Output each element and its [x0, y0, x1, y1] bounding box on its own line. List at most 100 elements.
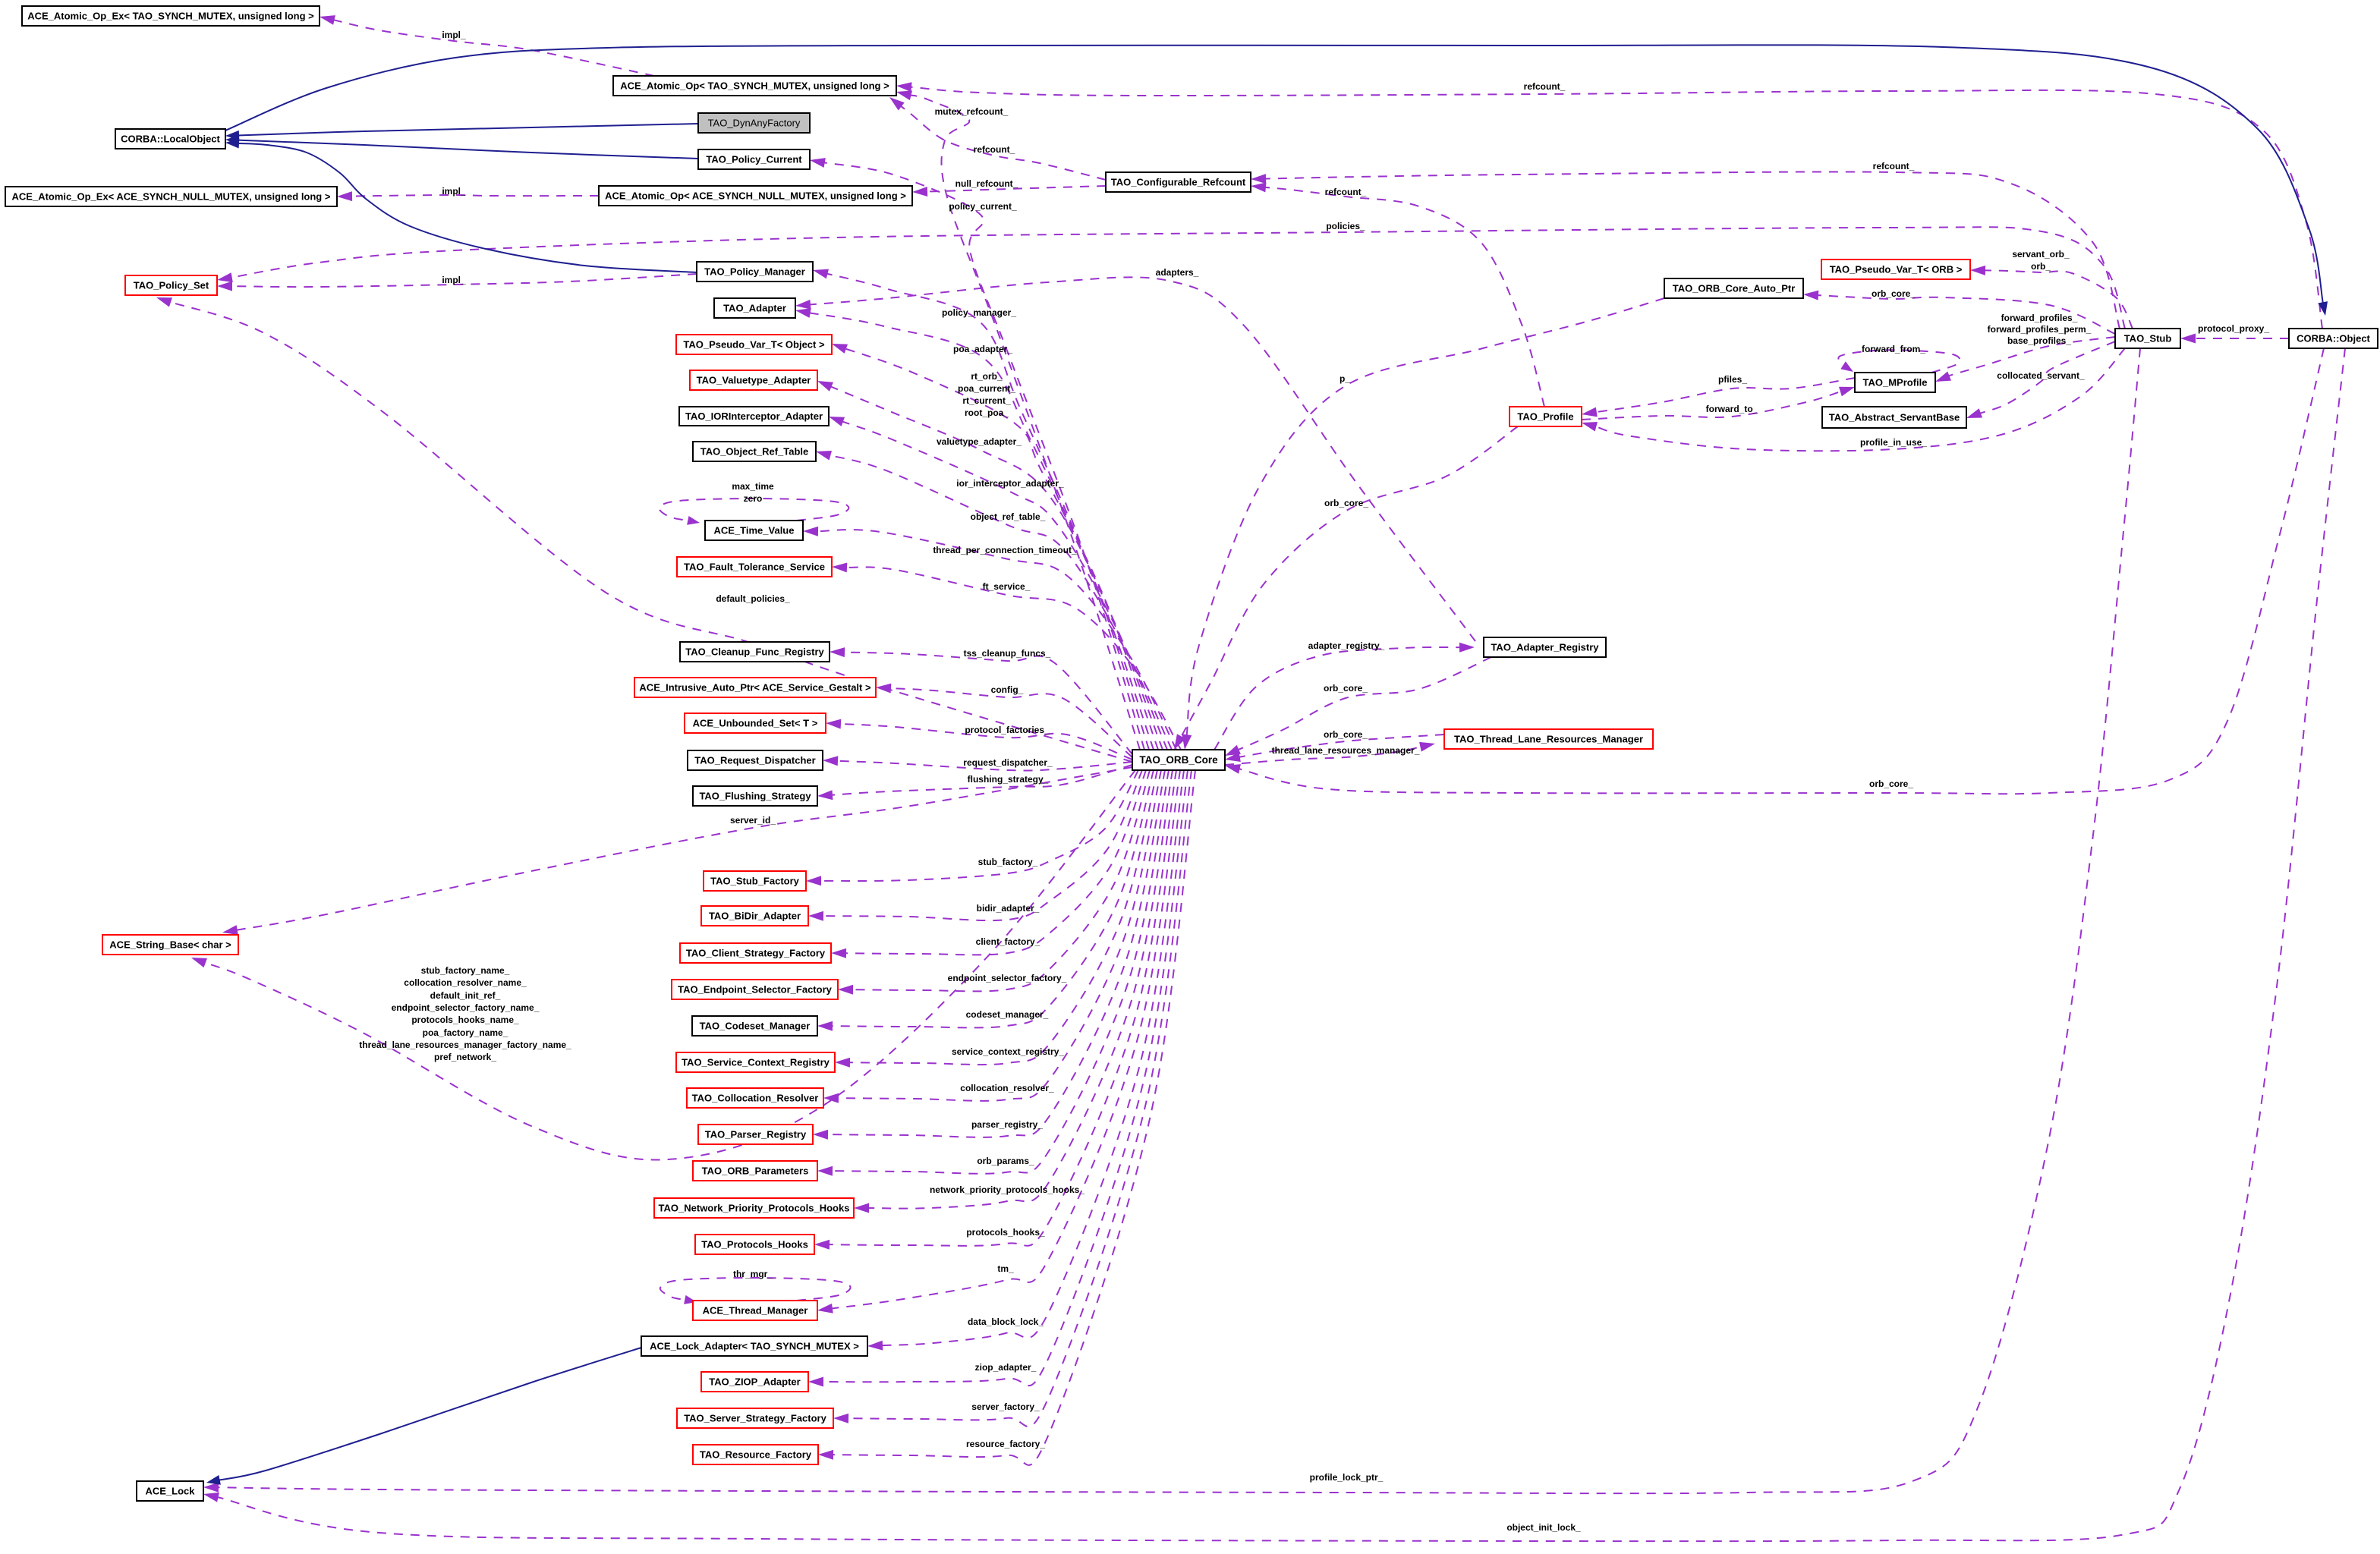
svg-text:default_policies_: default_policies_: [716, 593, 790, 604]
svg-text:adapter_registry_: adapter_registry_: [1308, 640, 1385, 651]
svg-text:orb_core_: orb_core_: [1324, 498, 1368, 508]
svg-text:TAO_Service_Context_Registry: TAO_Service_Context_Registry: [682, 1057, 830, 1068]
svg-text:TAO_Network_Priority_Protocols: TAO_Network_Priority_Protocols_Hooks: [659, 1203, 850, 1214]
svg-text:thr_mgr_: thr_mgr_: [733, 1269, 773, 1279]
svg-text:TAO_Profile: TAO_Profile: [1517, 411, 1573, 423]
svg-text:profile_lock_ptr_: profile_lock_ptr_: [1310, 1472, 1384, 1483]
svg-text:TAO_ZIOP_Adapter: TAO_ZIOP_Adapter: [709, 1376, 800, 1388]
svg-text:flushing_strategy_: flushing_strategy_: [968, 774, 1049, 785]
svg-text:zero: zero: [744, 493, 763, 504]
svg-text:parser_registry_: parser_registry_: [971, 1119, 1043, 1130]
svg-text:CORBA::Object: CORBA::Object: [2297, 333, 2370, 344]
svg-text:refcount_: refcount_: [1524, 81, 1566, 92]
svg-text:TAO_Endpoint_Selector_Factory: TAO_Endpoint_Selector_Factory: [678, 984, 833, 996]
svg-text:TAO_Policy_Manager: TAO_Policy_Manager: [704, 266, 805, 278]
svg-text:null_refcount_: null_refcount_: [955, 178, 1018, 189]
svg-text:codeset_manager_: codeset_manager_: [966, 1009, 1049, 1020]
svg-text:ACE_Atomic_Op_Ex< ACE_SYNCH_NU: ACE_Atomic_Op_Ex< ACE_SYNCH_NULL_MUTEX, …: [12, 191, 331, 203]
svg-text:resource_factory_: resource_factory_: [966, 1439, 1045, 1449]
svg-text:protocol_proxy_: protocol_proxy_: [2198, 323, 2269, 334]
svg-text:mutex_refcount_: mutex_refcount_: [935, 106, 1009, 117]
svg-text:TAO_Fault_Tolerance_Service: TAO_Fault_Tolerance_Service: [684, 562, 825, 573]
svg-text:collocated_servant_: collocated_servant_: [1997, 370, 2085, 381]
svg-text:protocols_hooks_name_: protocols_hooks_name_: [411, 1015, 519, 1025]
svg-text:server_factory_: server_factory_: [971, 1401, 1040, 1412]
svg-text:poa_current_: poa_current_: [958, 383, 1015, 394]
svg-text:TAO_ORB_Core: TAO_ORB_Core: [1139, 754, 1218, 766]
svg-text:thread_per_connection_timeout_: thread_per_connection_timeout_: [933, 545, 1077, 555]
svg-text:refcount_: refcount_: [1873, 161, 1915, 171]
svg-text:request_dispatcher_: request_dispatcher_: [963, 757, 1053, 768]
svg-text:TAO_Collocation_Resolver: TAO_Collocation_Resolver: [692, 1093, 819, 1104]
svg-text:poa_factory_name_: poa_factory_name_: [423, 1027, 508, 1038]
svg-text:pfiles_: pfiles_: [1718, 374, 1747, 385]
svg-text:config_: config_: [991, 684, 1024, 695]
svg-text:TAO_Thread_Lane_Resources_Mana: TAO_Thread_Lane_Resources_Manager: [1454, 734, 1643, 745]
svg-text:TAO_Server_Strategy_Factory: TAO_Server_Strategy_Factory: [684, 1413, 826, 1424]
svg-text:ior_interceptor_adapter_: ior_interceptor_adapter_: [956, 478, 1064, 489]
svg-text:orb_: orb_: [2031, 261, 2051, 272]
svg-text:ACE_Thread_Manager: ACE_Thread_Manager: [703, 1305, 808, 1316]
svg-text:object_ref_table_: object_ref_table_: [971, 511, 1046, 522]
svg-text:service_context_registry_: service_context_registry_: [952, 1046, 1064, 1057]
svg-text:max_time: max_time: [732, 481, 774, 492]
svg-text:TAO_Pseudo_Var_T< ORB >: TAO_Pseudo_Var_T< ORB >: [1830, 264, 1963, 275]
svg-text:rt_orb_: rt_orb_: [971, 371, 1003, 382]
svg-text:tss_cleanup_funcs_: tss_cleanup_funcs_: [964, 648, 1051, 659]
svg-text:root_poa_: root_poa_: [965, 407, 1009, 418]
svg-text:ACE_Lock: ACE_Lock: [145, 1486, 195, 1497]
svg-text:TAO_Request_Dispatcher: TAO_Request_Dispatcher: [694, 755, 815, 766]
svg-text:TAO_Flushing_Strategy: TAO_Flushing_Strategy: [699, 791, 811, 802]
svg-text:object_init_lock_: object_init_lock_: [1506, 1522, 1581, 1533]
svg-text:tm_: tm_: [997, 1263, 1014, 1274]
svg-text:orb_core_: orb_core_: [1324, 683, 1368, 694]
svg-text:TAO_ORB_Core_Auto_Ptr: TAO_ORB_Core_Auto_Ptr: [1673, 283, 1796, 294]
svg-text:data_block_lock_: data_block_lock_: [968, 1316, 1044, 1327]
svg-text:client_factory_: client_factory_: [976, 936, 1040, 947]
svg-text:TAO_DynAnyFactory: TAO_DynAnyFactory: [708, 118, 801, 129]
svg-text:orb_core_: orb_core_: [1869, 779, 1913, 789]
svg-text:profile_in_use_: profile_in_use_: [1860, 437, 1927, 448]
svg-text:CORBA::LocalObject: CORBA::LocalObject: [121, 134, 220, 145]
svg-text:TAO_Resource_Factory: TAO_Resource_Factory: [700, 1449, 812, 1461]
svg-text:ACE_Atomic_Op_Ex< TAO_SYNCH_MU: ACE_Atomic_Op_Ex< TAO_SYNCH_MUTEX, unsig…: [27, 11, 314, 22]
svg-text:network_priority_protocols_hoo: network_priority_protocols_hooks_: [930, 1184, 1085, 1195]
svg-text:forward_profiles_perm_: forward_profiles_perm_: [1988, 324, 2092, 335]
svg-text:TAO_Pseudo_Var_T< Object >: TAO_Pseudo_Var_T< Object >: [683, 339, 825, 351]
svg-text:protocols_hooks_: protocols_hooks_: [966, 1227, 1045, 1238]
svg-text:ACE_Time_Value: ACE_Time_Value: [714, 525, 795, 536]
svg-text:impl_: impl_: [442, 275, 466, 285]
svg-text:policies_: policies_: [1326, 221, 1365, 231]
svg-text:forward_from_: forward_from_: [1862, 344, 1925, 354]
svg-text:default_init_ref_: default_init_ref_: [430, 990, 501, 1001]
svg-text:forward_profiles_: forward_profiles_: [2001, 313, 2078, 323]
svg-text:policy_manager_: policy_manager_: [942, 307, 1016, 318]
svg-text:ACE_Atomic_Op< ACE_SYNCH_NULL_: ACE_Atomic_Op< ACE_SYNCH_NULL_MUTEX, uns…: [605, 190, 906, 202]
svg-text:orb_core_: orb_core_: [1872, 288, 1916, 299]
svg-text:ACE_Intrusive_Auto_Ptr< ACE_Se: ACE_Intrusive_Auto_Ptr< ACE_Service_Gest…: [639, 682, 871, 694]
svg-text:impl_: impl_: [442, 186, 466, 197]
svg-text:stub_factory_name_: stub_factory_name_: [421, 965, 510, 976]
svg-text:TAO_Object_Ref_Table: TAO_Object_Ref_Table: [700, 446, 809, 458]
svg-text:TAO_Stub: TAO_Stub: [2124, 333, 2172, 344]
svg-text:endpoint_selector_factory_name: endpoint_selector_factory_name_: [392, 1002, 540, 1013]
svg-text:TAO_BiDir_Adapter: TAO_BiDir_Adapter: [709, 911, 801, 922]
svg-text:pref_network_: pref_network_: [434, 1052, 496, 1062]
svg-text:ACE_String_Base< char >: ACE_String_Base< char >: [109, 939, 231, 951]
svg-text:ft_service_: ft_service_: [983, 581, 1031, 592]
svg-text:TAO_Stub_Factory: TAO_Stub_Factory: [710, 876, 800, 887]
svg-text:server_id_: server_id_: [730, 815, 776, 826]
svg-text:TAO_Adapter: TAO_Adapter: [723, 303, 786, 314]
svg-text:stub_factory_: stub_factory_: [978, 857, 1038, 867]
svg-text:thread_lane_resources_manager_: thread_lane_resources_manager_factory_na…: [359, 1040, 571, 1050]
svg-text:rt_current_: rt_current_: [962, 395, 1011, 406]
svg-text:protocol_factories_: protocol_factories_: [965, 725, 1050, 735]
svg-text:TAO_Policy_Set: TAO_Policy_Set: [134, 280, 209, 291]
svg-text:collocation_resolver_: collocation_resolver_: [960, 1083, 1054, 1093]
svg-text:adapters_: adapters_: [1156, 267, 1199, 278]
svg-text:refcount_: refcount_: [1325, 187, 1367, 197]
svg-text:collocation_resolver_name_: collocation_resolver_name_: [404, 977, 527, 988]
svg-text:bidir_adapter_: bidir_adapter_: [977, 903, 1040, 914]
svg-text:TAO_Valuetype_Adapter: TAO_Valuetype_Adapter: [697, 375, 811, 386]
svg-text:TAO_MProfile: TAO_MProfile: [1863, 377, 1928, 388]
